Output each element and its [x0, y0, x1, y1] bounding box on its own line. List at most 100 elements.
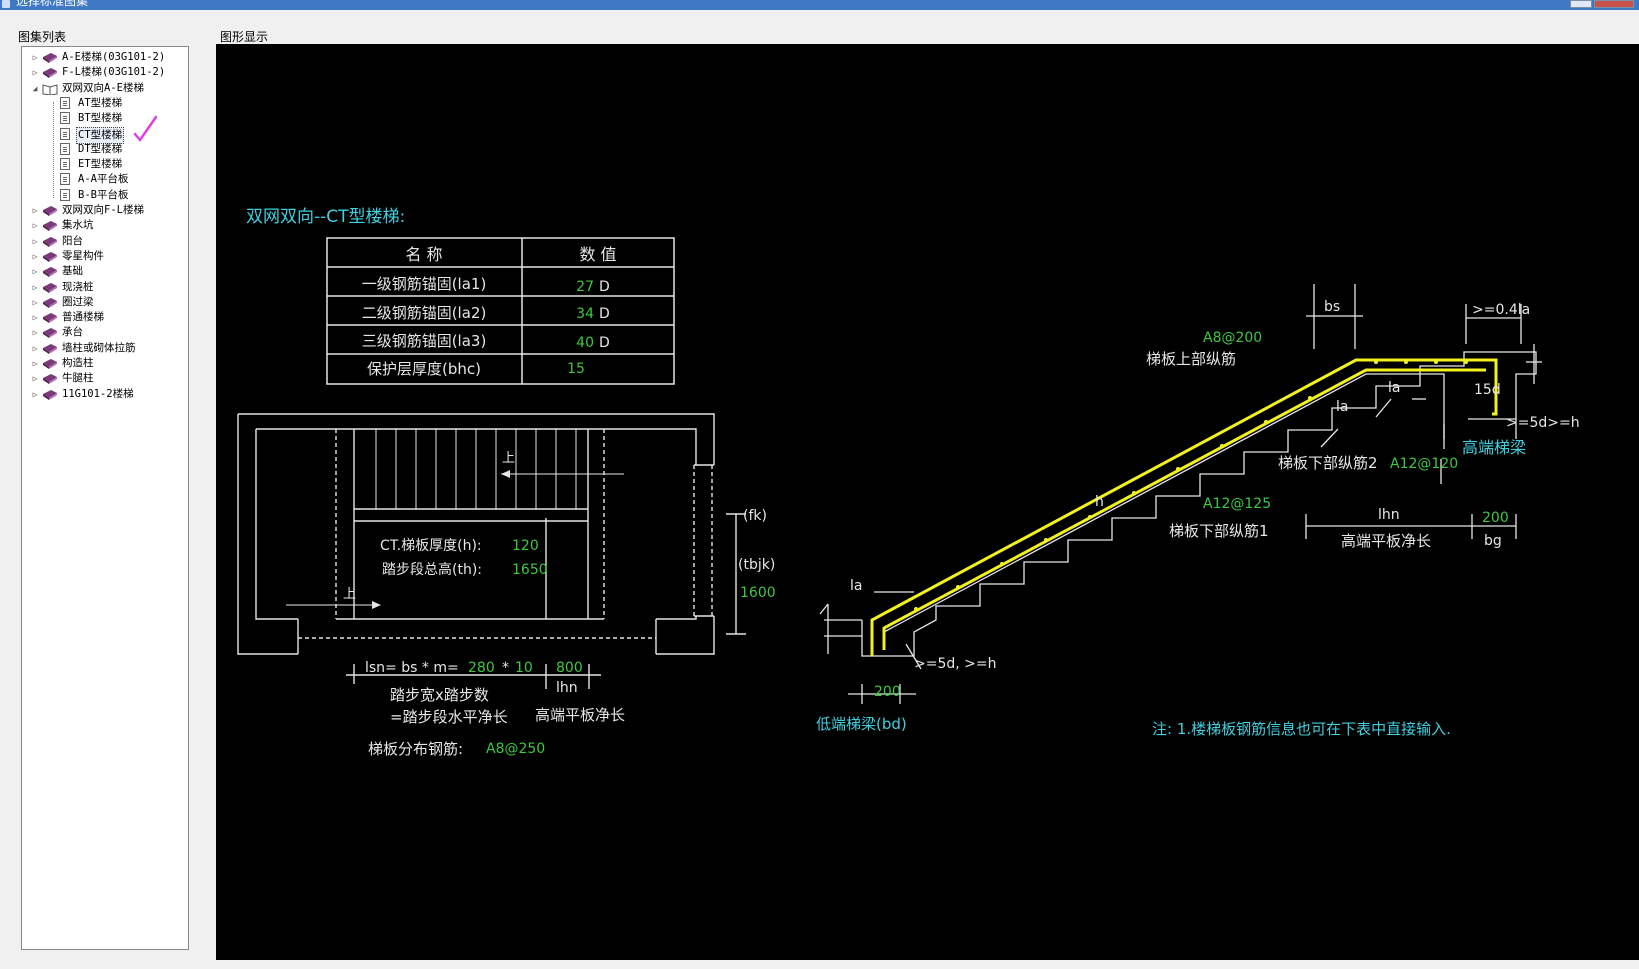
page-icon: [60, 188, 70, 201]
tbjk-value[interactable]: 1600: [740, 585, 776, 601]
plan-up-label-lower: 上: [343, 587, 356, 602]
book-icon: [42, 236, 58, 253]
expand-icon[interactable]: ▷: [32, 389, 38, 399]
table-header-name[interactable]: 名 称: [405, 245, 442, 264]
tree-panel-label: 图集列表: [18, 30, 67, 44]
step-height-value[interactable]: 1650: [512, 562, 548, 578]
table-header-value[interactable]: 数 值: [579, 245, 616, 264]
top-bar-value[interactable]: A8@200: [1203, 330, 1262, 346]
rebar-lines: [870, 358, 1498, 656]
tree-item-label: 双网双向F-L楼梯: [62, 204, 144, 216]
table-row-1-unit: D: [599, 279, 610, 295]
step-desc-1: 踏步宽x踏步数: [390, 686, 489, 704]
tree-item-label: 普通楼梯: [62, 311, 104, 324]
distribution-bar-value[interactable]: A8@250: [486, 741, 545, 757]
book-icon: [42, 52, 58, 69]
plan-arrow-right: [372, 601, 381, 609]
tree-item-label: B-B平台板: [78, 188, 129, 201]
table-row-3-unit: D: [599, 335, 610, 351]
slab-thickness-value[interactable]: 120: [512, 538, 539, 554]
la-label-low: la: [850, 578, 862, 594]
table-row-1-value[interactable]: 27: [576, 279, 594, 295]
top-bar-label: 梯板上部纵筋: [1146, 350, 1236, 368]
book-icon: [42, 266, 58, 283]
fk-label: (fk): [743, 508, 767, 524]
tree-connector: [53, 102, 54, 198]
tree-item-label: BT型楼梯: [78, 112, 123, 125]
slab-thickness-label: CT.梯板厚度(h):: [380, 538, 482, 554]
expand-icon[interactable]: ▷: [32, 313, 38, 323]
expand-icon[interactable]: ▷: [32, 206, 38, 215]
bottom-bar-1-label: 梯板下部纵筋1: [1169, 522, 1269, 540]
bg-label: bg: [1484, 533, 1502, 549]
lhn-label-section: lhn: [1378, 507, 1400, 523]
tree-item-label: 集水坑: [62, 219, 94, 232]
close-button[interactable]: [1594, 0, 1634, 8]
expand-icon[interactable]: ▷: [32, 221, 38, 231]
tree-item-label: 阳台: [62, 234, 83, 247]
bs-label: bs: [1324, 299, 1340, 315]
page-icon: [60, 112, 70, 125]
lhn-label: lhn: [556, 680, 578, 696]
book-icon: [42, 67, 58, 84]
book-icon: [42, 205, 58, 222]
page-icon: [60, 158, 70, 171]
window-title: 选择标准图集: [16, 0, 89, 8]
table-row-2-name: 二级钢筋锚固(la2): [362, 304, 487, 322]
param-table: [326, 237, 675, 385]
book-icon: [42, 389, 58, 406]
bs-value[interactable]: 280: [468, 660, 495, 676]
checkmark-icon: [133, 115, 158, 143]
stair-plan-view: [237, 413, 746, 689]
plan-arrow-left: [501, 470, 510, 478]
book-icon: [42, 327, 58, 344]
plan-up-label: 上: [502, 451, 515, 466]
book-icon: [42, 282, 58, 299]
ge-04la-label: >=0.4la: [1472, 302, 1530, 318]
table-row-1-name: 一级钢筋锚固(la1): [362, 275, 487, 293]
15d-label: 15d: [1474, 382, 1501, 398]
step-count-value[interactable]: 10: [515, 660, 533, 676]
stair-section-view: [819, 284, 1542, 704]
expand-icon[interactable]: ▷: [32, 282, 38, 292]
maximize-button[interactable]: [1570, 0, 1592, 8]
stair-drawing: 双网双向--CT型楼梯: 名 称 数 值 一级钢筋锚固(la1) 27 D 二级…: [237, 207, 1580, 758]
lhn-value[interactable]: 800: [556, 660, 583, 676]
expand-icon[interactable]: ▷: [32, 267, 38, 277]
times-sign: *: [502, 660, 509, 676]
expand-icon[interactable]: ▷: [32, 374, 38, 384]
expand-icon[interactable]: ▷: [32, 328, 38, 338]
bg-value[interactable]: 200: [1482, 510, 1509, 526]
expand-icon[interactable]: ▷: [32, 68, 38, 78]
table-row-2-value[interactable]: 34: [576, 306, 594, 322]
tree-item-label: 基础: [62, 265, 83, 278]
table-row-3-value[interactable]: 40: [576, 335, 594, 351]
bottom-bar-1-value[interactable]: A12@125: [1203, 496, 1271, 512]
book-icon: [42, 251, 58, 268]
expand-icon[interactable]: ▷: [32, 343, 38, 353]
tree-item-label: 墙柱或砌体拉筋: [62, 341, 136, 354]
tree-item-label: 构造柱: [62, 357, 94, 369]
tbjk-label: (tbjk): [738, 557, 775, 573]
expand-icon[interactable]: ▷: [32, 297, 38, 307]
tree-item-label: A-A平台板: [78, 173, 129, 186]
atlas-tree[interactable]: ▷A-E楼梯(03G101-2)▷F-L楼梯(03G101-2)◢双网双向A-E…: [21, 46, 189, 950]
low-beam-label: 低端梯梁(bd): [816, 715, 907, 733]
bd-value[interactable]: 200: [874, 684, 901, 700]
app-icon: [2, 0, 10, 8]
graphic-panel-label: 图形显示: [220, 30, 269, 44]
collapse-icon[interactable]: ◢: [32, 83, 38, 93]
expand-icon[interactable]: ▷: [32, 53, 38, 62]
bottom-bar-2-value[interactable]: A12@120: [1390, 456, 1458, 472]
expand-icon[interactable]: ▷: [32, 251, 38, 261]
book-icon: [42, 343, 58, 360]
drawing-note: 注: 1.楼梯板钢筋信息也可在下表中直接输入.: [1152, 720, 1451, 738]
expand-icon[interactable]: ▷: [32, 359, 38, 368]
tree-item-label: 11G101-2楼梯: [62, 387, 134, 400]
table-row-4-value[interactable]: 15: [567, 361, 585, 377]
table-row-4-name: 保护层厚度(bhc): [367, 360, 481, 378]
table-row-3-name: 三级钢筋锚固(la3): [362, 332, 487, 350]
expand-icon[interactable]: ▷: [32, 236, 38, 246]
bottom-bar-2-label: 梯板下部纵筋2: [1278, 454, 1378, 472]
la-label-top: la: [1388, 380, 1400, 396]
